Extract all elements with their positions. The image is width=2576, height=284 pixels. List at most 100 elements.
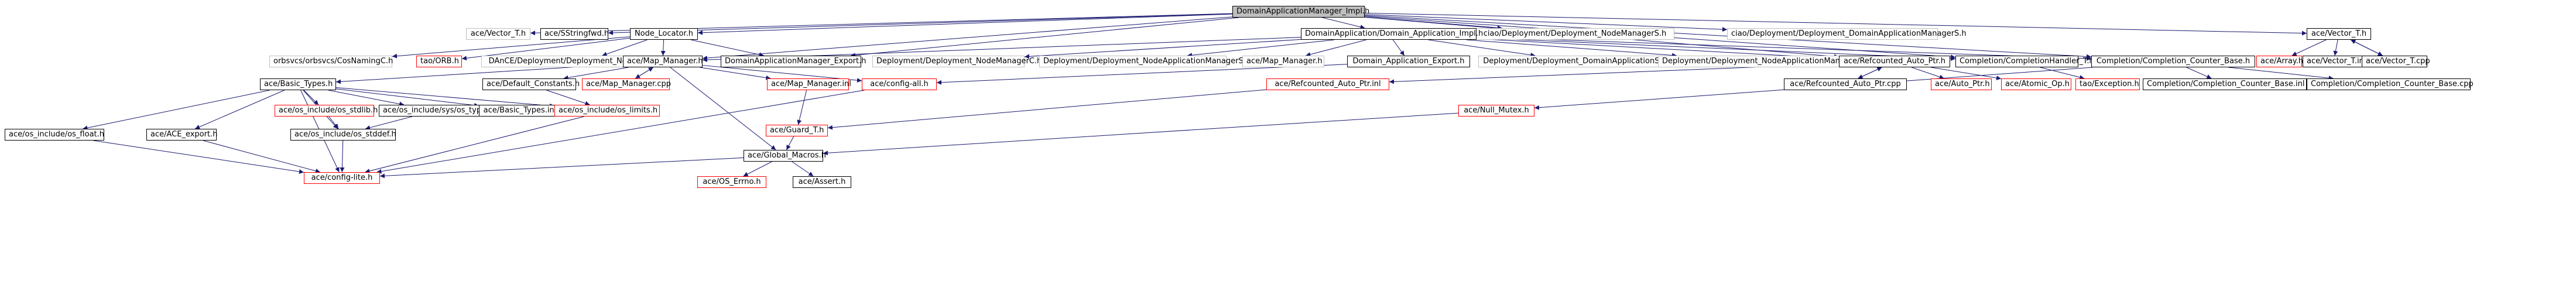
node-ciaoDAImpl[interactable]: DomainApplication/Domain_Application_Imp… [1301,28,1483,40]
node-sstringfwd[interactable]: ace/SStringfwd.h [540,28,609,40]
node-refAutoPtr[interactable]: ace/Refcounted_Auto_Ptr.h [1839,56,1950,67]
node-daExport[interactable]: Domain_Application_Export.h [1347,56,1470,67]
node-deployNAMC[interactable]: Deployment/Deployment_NodeApplicationMan… [1658,56,1870,67]
edge-globalMacros-to-osErrno [743,161,772,177]
node-aceVectorT[interactable]: ace/Vector_T.h [2307,28,2371,40]
edge-nodeLocator-to-danceNM [602,39,648,57]
node-vectorTh_top[interactable]: ace/Vector_T.h [466,28,530,40]
edge-configAll-to-configLite [376,90,865,174]
node-osStddef[interactable]: ace/os_include/os_stddef.h [290,129,396,141]
node-aceExport[interactable]: ace/ACE_export.h [146,129,217,141]
node-atomicOp[interactable]: ace/Atomic_Op.h [2001,78,2071,90]
edge-root-to-ciaoDeployDAMS [1364,14,1728,32]
edge-refAutoPtrInl-to-guardT [827,89,1267,130]
edge-nodeLocator-to-orbsvcsCos [392,36,631,59]
node-orbsvcsCos[interactable]: orbsvcs/orbsvcs/CosNamingC.h [269,56,393,67]
node-configLite[interactable]: ace/config-lite.h [304,172,380,184]
edge-osLimits-to-configLite [365,116,584,173]
node-mapManagerCpp[interactable]: ace/Map_Manager.cpp [582,78,671,90]
node-deployNAMS[interactable]: Deployment/Deployment_NodeApplicationMan… [1039,56,1251,67]
node-guardT[interactable]: ace/Guard_T.h [766,125,828,136]
node-osFloat[interactable]: ace/os_include/os_float.h [5,129,104,141]
node-mapManagerInl[interactable]: ace/Map_Manager.inl [767,78,851,90]
node-mapManager[interactable]: ace/Map_Manager.h [623,56,703,67]
edge-globalMacros-to-aceAssert [792,161,814,177]
edge-root-to-ciaoDAImpl [1322,17,1365,29]
node-globalMacros[interactable]: ace/Global_Macros.h [744,150,826,162]
edge-ciaoDAImpl-to-mapManagerH2 [1306,39,1366,57]
edge-ciaoDAImpl-to-completionCounter [1476,36,2092,61]
edge-ciaoDAImpl-to-daExport [1392,39,1405,56]
edge-mapManagerInl-to-guardT [797,90,807,125]
edge-mapManager-to-configAll [702,65,862,83]
node-vectorTcpp[interactable]: ace/Vector_T.cpp [2362,56,2430,67]
edge-completionHandler-to-taoException [2040,67,2085,80]
edge-root-to-mapManager [702,16,1233,61]
edge-vectorTcpp-to-aceVectorT [2350,39,2383,56]
edge-mapManager-to-defaultConstants [563,67,629,80]
node-basicTypesInl[interactable]: ace/Basic_Types.inl [479,105,561,117]
edge-mapManager-to-mapManagerInl [700,67,771,80]
edge-ciaoDAImpl-to-deployNAMC [1466,39,1677,58]
node-refAutoPtrCpp[interactable]: ace/Refcounted_Auto_Ptr.cpp [1784,78,1907,90]
node-osLimits[interactable]: ace/os_include/os_limits.h [554,105,660,117]
node-taoException[interactable]: tao/Exception.h [2075,78,2140,90]
node-mapManagerH2[interactable]: ace/Map_Manager.h [1242,56,1324,67]
edge-defaultConstants-to-osLimits [546,90,590,106]
node-aceArray[interactable]: ace/Array.h [2256,56,2303,67]
node-root: DomainApplicationManager_Impl.h [1232,6,1369,18]
node-deployNMC[interactable]: Deployment/Deployment_NodeManagerC.h [872,56,1042,67]
node-damExport[interactable]: DomainApplicationManager_Export.h [721,56,866,67]
edge-ciaoDAImpl-to-refAutoPtr [1476,38,1839,61]
node-configAll[interactable]: ace/config-all.h [862,78,937,90]
node-completionCounterInl[interactable]: Completion/Completion_Counter_Base.inl [2143,78,2307,90]
node-ciaoDeployNM[interactable]: ciao/Deployment/Deployment_NodeManagerS.… [1475,28,1674,40]
edge-root-to-aceVectorT [1364,12,2307,36]
edge-aceVectorT-to-aceArray [2291,39,2327,56]
node-nodeLocator[interactable]: Node_Locator.h [630,28,698,40]
node-osStdlib[interactable]: ace/os_include/os_stdlib.h [275,105,378,117]
node-osErrno[interactable]: ace/OS_Errno.h [697,176,766,188]
edge-ciaoDAImpl-to-deployDAS [1428,39,1536,57]
edge-basicTypes-to-osFloat [83,90,270,131]
edge-aceExport-to-configLite [203,140,321,173]
node-basicTypes[interactable]: ace/Basic_Types.h [260,78,336,90]
edge-root-to-nodeLocator [697,13,1233,35]
edge-nodeLocator-to-taoORB [461,37,631,61]
node-completionCounter[interactable]: Completion/Completion_Counter_Base.h [2091,56,2255,67]
edge-nullMutex-to-globalMacros [823,112,1459,156]
edge-ciaoDAImpl-to-deployNMC [1024,39,1301,59]
edge-basicTypes-to-osLimits [335,87,555,108]
edge-osSysTypes-to-osStddef [365,116,413,130]
edge-refAutoPtrCpp-to-refAutoPtr [1858,67,1882,79]
node-defaultConstants[interactable]: ace/Default_Constants.h [482,78,580,90]
node-refAutoPtrInl[interactable]: ace/Refcounted_Auto_Ptr.inl [1266,78,1389,90]
edge-basicTypes-to-osSysTypes [328,90,405,107]
edge-aceVectorT-to-vectorTinl [2333,39,2338,56]
node-nullMutex[interactable]: ace/Null_Mutex.h [1458,105,1534,117]
node-aceAssert[interactable]: ace/Assert.h [793,176,851,188]
edge-basicTypes-to-osStdlib [303,90,319,105]
edge-ciaoDAImpl-to-completionHandler [1476,37,1956,61]
edge-completionCounter-to-completionCounterCpp [2228,67,2334,81]
edge-globalMacros-to-configLite [379,157,744,179]
edge-osFloat-to-configLite [93,140,304,174]
node-completionCounterCpp[interactable]: Completion/Completion_Counter_Base.cpp [2307,78,2474,90]
node-deployDAS[interactable]: Deployment/Deployment_DomainApplicationS… [1478,56,1671,67]
edge-mapManagerCpp-to-mapManager [635,67,654,79]
node-ciaoDeployDAMS[interactable]: ciao/Deployment/Deployment_DomainApplica… [1727,28,1967,40]
edge-guardT-to-globalMacros [786,136,794,150]
node-completionHandler[interactable]: Completion/CompletionHandler_T.h [1955,56,2094,67]
edge-root-to-sstringfwd [608,13,1233,35]
node-autoPtr[interactable]: ace/Auto_Ptr.h [1931,78,1992,90]
edge-refAutoPtr-to-autoPtr [1912,67,1944,80]
edge-ciaoDAImpl-to-deployNAMS [1187,39,1335,58]
edge-root-to-damExport [850,17,1239,58]
node-osSysTypes[interactable]: ace/os_include/sys/os_types.h [379,105,497,117]
edge-nodeLocator-to-damExport [691,39,764,57]
edge-basicTypes-to-aceExport [194,90,285,129]
node-vectorTinl[interactable]: ace/Vector_T.inl [2303,56,2366,67]
node-taoORB[interactable]: tao/ORB.h [416,56,462,67]
edge-refAutoPtr-to-atomicOp [1930,67,2002,81]
